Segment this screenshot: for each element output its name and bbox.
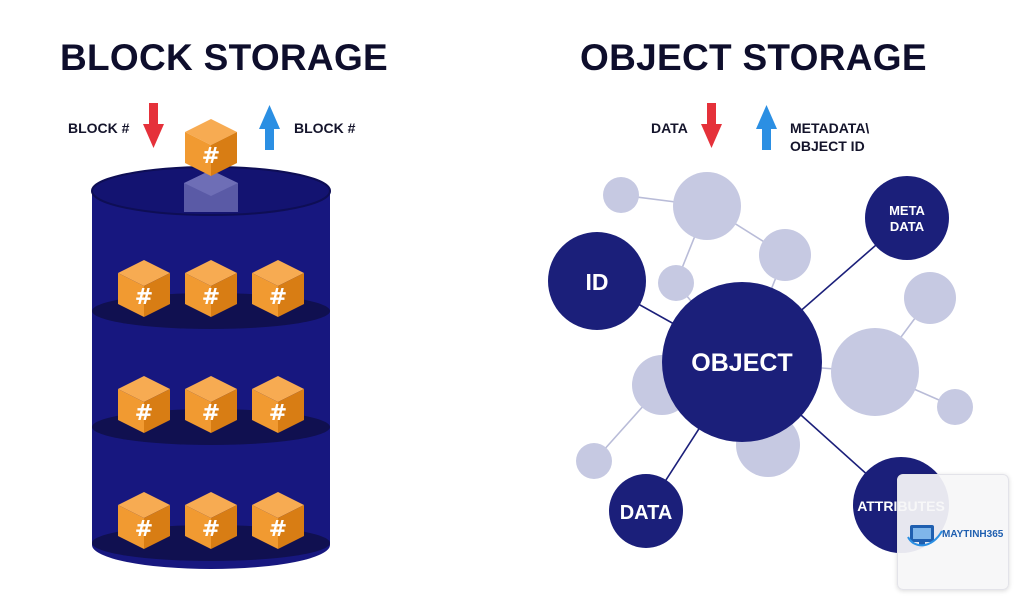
cube-slot bbox=[184, 183, 238, 212]
bubble bbox=[576, 443, 612, 479]
bubble bbox=[904, 272, 956, 324]
bubble bbox=[658, 265, 694, 301]
block-out-label: BLOCK # bbox=[294, 120, 356, 136]
node-data-label: DATA bbox=[620, 502, 673, 524]
node-data bbox=[609, 474, 683, 548]
watermark: MAYTINH365 bbox=[897, 474, 1009, 590]
bubble bbox=[759, 229, 811, 281]
object-out-label-line1: METADATA\ bbox=[790, 120, 870, 136]
node-id-label: ID bbox=[586, 269, 609, 295]
monitor-logo-icon bbox=[907, 525, 943, 547]
object-storage-title: OBJECT STORAGE bbox=[580, 37, 927, 78]
node-id bbox=[548, 232, 646, 330]
bubble bbox=[673, 172, 741, 240]
bubble bbox=[831, 328, 919, 416]
bubble bbox=[603, 177, 639, 213]
node-object bbox=[662, 282, 822, 442]
object-out-label: METADATA\ OBJECT ID bbox=[790, 119, 869, 155]
object-down-arrow-icon bbox=[701, 103, 722, 148]
object-up-arrow-icon bbox=[756, 105, 777, 150]
block-in-label: BLOCK # bbox=[68, 120, 130, 136]
object-in-label: DATA bbox=[651, 120, 688, 136]
bubble bbox=[937, 389, 973, 425]
block-storage-title: BLOCK STORAGE bbox=[60, 37, 389, 78]
block-down-arrow-icon bbox=[143, 103, 164, 148]
node-meta-label-line2: DATA bbox=[890, 219, 925, 234]
object-out-label-line2: OBJECT ID bbox=[790, 138, 865, 154]
node-object-label: OBJECT bbox=[691, 349, 792, 377]
block-up-arrow-icon bbox=[259, 105, 280, 150]
watermark-brand: MAYTINH365 bbox=[942, 529, 1004, 540]
node-metadata bbox=[865, 176, 949, 260]
node-meta-label-line1: META bbox=[889, 203, 925, 218]
block-cubes bbox=[118, 260, 304, 549]
